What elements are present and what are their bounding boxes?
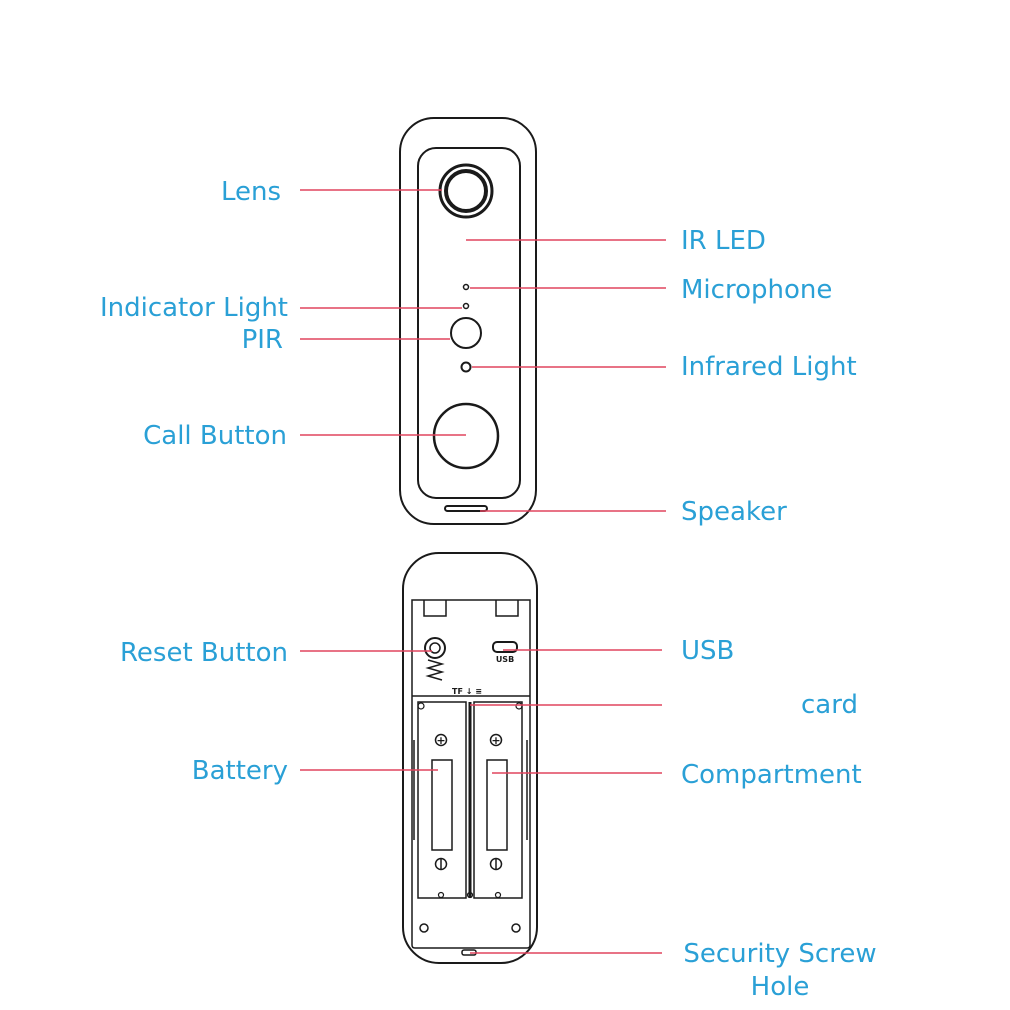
screw-right-top bbox=[515, 702, 523, 710]
label-reset-button: Reset Button bbox=[120, 638, 288, 668]
label-call-button: Call Button bbox=[143, 421, 287, 451]
reset-button-inner bbox=[429, 642, 441, 654]
screw-mid-right bbox=[494, 891, 502, 899]
plus-terminal-left bbox=[434, 733, 448, 747]
indicator-light-dot bbox=[462, 302, 470, 310]
speaker-slot bbox=[444, 505, 488, 512]
label-indicator-light: Indicator Light bbox=[99, 293, 288, 323]
minus-terminal-right bbox=[489, 857, 503, 871]
label-speaker: Speaker bbox=[681, 497, 787, 527]
back-inner-frame bbox=[411, 599, 531, 949]
infrared-light-dot bbox=[460, 361, 472, 373]
label-compartment: Compartment bbox=[681, 760, 862, 790]
label-pir: PIR bbox=[241, 325, 283, 355]
label-infrared-light: Infrared Light bbox=[681, 352, 857, 382]
label-lens: Lens bbox=[220, 177, 281, 207]
plus-sign-left: + bbox=[436, 734, 445, 747]
battery-slot-left bbox=[431, 759, 453, 851]
usb-port-text: USB bbox=[496, 655, 514, 664]
label-battery: Battery bbox=[191, 756, 288, 786]
back-housing bbox=[402, 552, 538, 964]
reset-spring bbox=[425, 659, 445, 681]
call-button-shape bbox=[432, 402, 500, 470]
label-usb: USB bbox=[681, 636, 735, 666]
plus-terminal-right bbox=[489, 733, 503, 747]
screw-mid-center bbox=[466, 891, 474, 899]
minus-terminal-left bbox=[434, 857, 448, 871]
label-security-screw-line1: Security Screw bbox=[683, 939, 877, 969]
pir-sensor bbox=[450, 317, 482, 349]
top-tab-left bbox=[423, 600, 447, 617]
plus-sign-right: + bbox=[491, 734, 500, 747]
tf-slot-text: TF ↓ ≡ bbox=[452, 687, 482, 696]
usb-port-shape bbox=[492, 641, 518, 653]
screw-mid-left bbox=[437, 891, 445, 899]
reset-button-shape bbox=[424, 637, 446, 659]
battery-well-left bbox=[417, 701, 467, 899]
screw-left-top bbox=[417, 702, 425, 710]
label-microphone: Microphone bbox=[681, 275, 833, 305]
lens-outer bbox=[438, 163, 494, 219]
lens-inner bbox=[444, 169, 488, 213]
battery-slot-right bbox=[486, 759, 508, 851]
front-panel bbox=[417, 147, 521, 499]
screw-right-bottom bbox=[511, 923, 521, 933]
top-tab-right bbox=[495, 600, 519, 617]
microphone-hole bbox=[462, 283, 470, 291]
label-card: card bbox=[801, 690, 858, 720]
screw-left-bottom bbox=[419, 923, 429, 933]
label-ir-led: IR LED bbox=[681, 226, 766, 256]
label-security-screw-line2: Hole bbox=[750, 972, 810, 1002]
front-housing bbox=[399, 117, 537, 525]
